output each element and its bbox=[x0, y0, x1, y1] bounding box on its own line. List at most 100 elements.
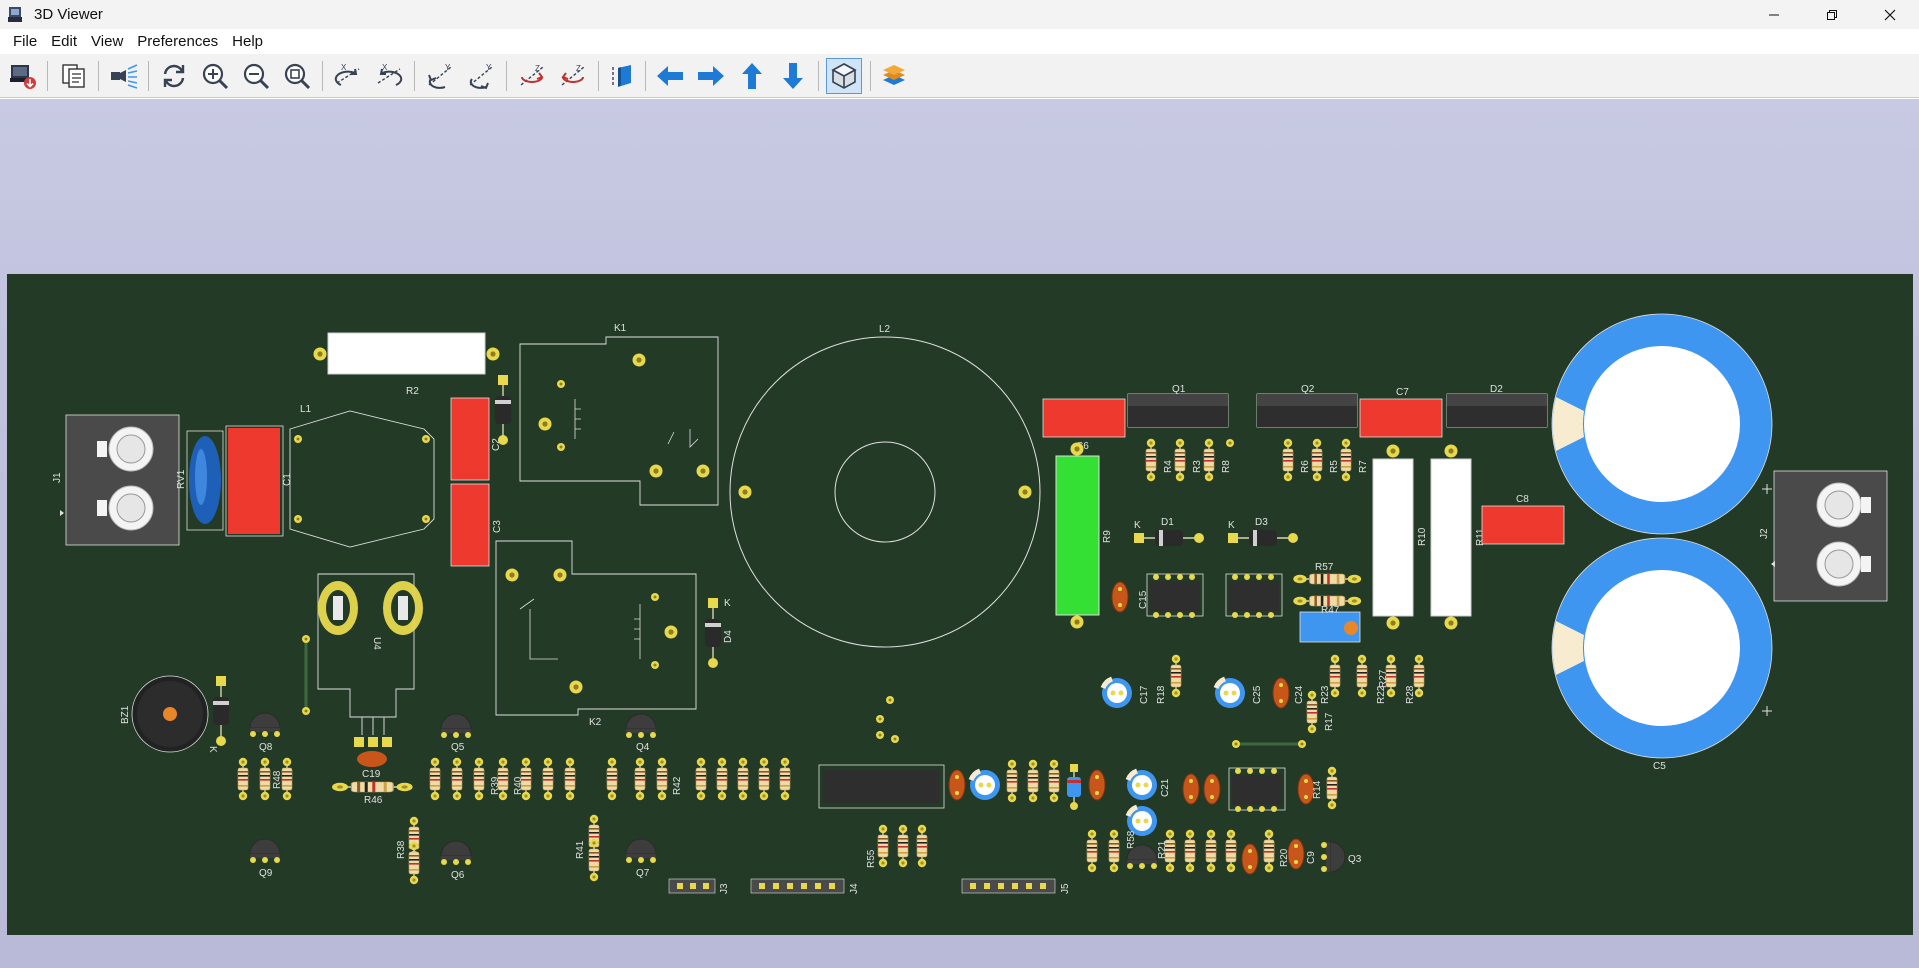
resistor-r46[interactable] bbox=[330, 780, 414, 794]
resistor-r17[interactable]: R17 bbox=[1306, 690, 1335, 734]
resistor-r23[interactable]: R23 bbox=[1320, 654, 1341, 704]
resistor-r38[interactable]: R38 bbox=[396, 816, 420, 885]
resistor-group-r6[interactable]: R6 R5 R7 bbox=[1282, 438, 1369, 482]
resistor-r14[interactable]: R14 bbox=[1312, 766, 1338, 810]
layers-manager-button[interactable] bbox=[876, 58, 912, 94]
resistor-r22[interactable]: R22 bbox=[1356, 654, 1387, 704]
capacitor-electrolytic-1[interactable] bbox=[970, 770, 1000, 800]
ic-main-dip[interactable] bbox=[818, 764, 945, 809]
capacitor-c25[interactable]: C25 bbox=[1215, 678, 1263, 708]
rotate-z-cw-button[interactable]: Z bbox=[514, 58, 550, 94]
connector-j1[interactable]: J1 bbox=[52, 414, 180, 546]
rotate-y-cw-button[interactable]: Y bbox=[422, 58, 458, 94]
transistor-center[interactable] bbox=[1126, 844, 1158, 870]
move-down-button[interactable] bbox=[775, 58, 811, 94]
resistor-group-r42[interactable]: R42 bbox=[606, 757, 683, 801]
connector-j3[interactable]: J3 bbox=[668, 878, 730, 894]
buzzer-bz1[interactable]: BZ1 bbox=[120, 675, 209, 753]
resistor-group-r39[interactable]: R39 R40 bbox=[429, 757, 576, 801]
capacitor-c24[interactable]: C24 bbox=[1272, 677, 1305, 709]
capacitor-c15[interactable]: C15 bbox=[1111, 581, 1149, 613]
close-button[interactable] bbox=[1861, 0, 1919, 29]
copy-3d-image-button[interactable] bbox=[56, 58, 92, 94]
resistor-group-r48[interactable]: R48 bbox=[237, 757, 293, 801]
inductor-l2[interactable]: L2 bbox=[729, 324, 1041, 648]
orthographic-button[interactable] bbox=[826, 58, 862, 94]
transistor-q2[interactable]: Q2 bbox=[1256, 384, 1358, 428]
resistor-group-center[interactable] bbox=[1006, 759, 1060, 803]
capacitor-ceramic-3[interactable] bbox=[1182, 773, 1200, 805]
optocoupler-u4[interactable]: U4 bbox=[317, 573, 423, 747]
capacitor-c21[interactable]: C21 bbox=[1127, 770, 1171, 800]
capacitor-c9[interactable]: C9 bbox=[1287, 838, 1317, 870]
connector-j2[interactable]: J2 bbox=[1759, 470, 1888, 602]
diode-d3[interactable]: D3 K bbox=[1227, 517, 1299, 547]
capacitor-ceramic-4[interactable] bbox=[1203, 773, 1221, 805]
resistor-r18[interactable]: R18 bbox=[1156, 654, 1182, 704]
resistor-r41[interactable]: R41 bbox=[575, 814, 600, 882]
zoom-fit-button[interactable] bbox=[279, 58, 315, 94]
move-up-button[interactable] bbox=[734, 58, 770, 94]
inductor-l1[interactable]: L1 bbox=[289, 404, 435, 548]
diode-d2[interactable]: D2 bbox=[1446, 384, 1548, 428]
move-left-button[interactable] bbox=[652, 58, 688, 94]
capacitor-c17[interactable]: C17 bbox=[1102, 678, 1150, 708]
transistor-q9[interactable]: Q9 bbox=[249, 838, 281, 879]
rotate-y-ccw-button[interactable]: Y bbox=[463, 58, 499, 94]
capacitor-c5[interactable]: C5 bbox=[1551, 537, 1773, 772]
transistor-q7[interactable]: Q7 bbox=[625, 838, 657, 879]
resistor-group-r4[interactable]: R4 R3 R8 bbox=[1145, 438, 1234, 482]
menu-preferences[interactable]: Preferences bbox=[137, 33, 219, 50]
flip-board-button[interactable] bbox=[604, 58, 640, 94]
transistor-q5[interactable]: Q5 bbox=[440, 713, 472, 753]
menu-edit[interactable]: Edit bbox=[51, 33, 78, 50]
menu-view[interactable]: View bbox=[91, 33, 124, 50]
zoom-out-button[interactable] bbox=[238, 58, 274, 94]
reload-button[interactable] bbox=[156, 58, 192, 94]
render-export-button[interactable] bbox=[5, 58, 41, 94]
move-right-button[interactable] bbox=[693, 58, 729, 94]
capacitor-c8[interactable]: C8 bbox=[1481, 494, 1565, 545]
rotate-x-cw-button[interactable]: X bbox=[330, 58, 366, 94]
relay-k2[interactable]: K2 bbox=[495, 540, 697, 728]
resistor-r20[interactable]: R20 bbox=[1263, 829, 1290, 873]
diode-d1[interactable]: D1 K bbox=[1133, 517, 1205, 547]
transistor-q1[interactable]: Q1 bbox=[1127, 384, 1229, 428]
capacitor-ceramic-2[interactable] bbox=[1088, 769, 1106, 801]
resistor-group-r55[interactable]: R55 bbox=[866, 824, 928, 868]
resistor-group-r21[interactable]: R21 bbox=[1157, 829, 1275, 873]
menu-file[interactable]: File bbox=[13, 33, 38, 50]
capacitor-c7[interactable]: C7 bbox=[1359, 387, 1443, 438]
resistor-r9[interactable]: R9 bbox=[1055, 442, 1113, 629]
capacitor-c1[interactable]: C1 bbox=[225, 425, 293, 537]
capacitor-big-top[interactable] bbox=[1551, 313, 1773, 535]
capacitor-c19[interactable]: C19 bbox=[357, 751, 387, 780]
3d-viewport[interactable]: J1 RV1 C1 L1 R2 bbox=[0, 99, 1919, 968]
resistor-r10[interactable]: R10 bbox=[1372, 444, 1428, 630]
pcb-render[interactable]: J1 RV1 C1 L1 R2 bbox=[0, 99, 1919, 968]
capacitor-c2[interactable]: C2 bbox=[450, 397, 502, 481]
zoom-in-button[interactable] bbox=[197, 58, 233, 94]
transistor-q6[interactable]: Q6 bbox=[440, 840, 472, 881]
maximize-button[interactable] bbox=[1803, 0, 1861, 29]
rotate-z-ccw-button[interactable]: Z bbox=[555, 58, 591, 94]
transistor-q8[interactable]: Q8 bbox=[249, 712, 281, 753]
resistor-r11[interactable]: R11 bbox=[1430, 444, 1486, 630]
capacitor-ceramic-1[interactable] bbox=[948, 769, 966, 801]
transistor-q4[interactable]: Q4 bbox=[625, 713, 657, 753]
resistor-r27[interactable]: R27 bbox=[1378, 654, 1397, 698]
resistor-r28[interactable]: R28 bbox=[1405, 654, 1425, 704]
capacitor-ceramic-6[interactable] bbox=[1241, 843, 1259, 875]
rotate-x-ccw-button[interactable]: X bbox=[371, 58, 407, 94]
relay-k1[interactable]: K1 bbox=[519, 323, 719, 506]
connector-j4[interactable]: J4 bbox=[750, 878, 860, 894]
capacitor-c3[interactable]: C3 bbox=[450, 483, 503, 567]
menu-help[interactable]: Help bbox=[232, 33, 264, 50]
resistor-r2[interactable]: R2 bbox=[313, 332, 500, 397]
resistor-r57[interactable] bbox=[1292, 572, 1363, 586]
diode-small-center[interactable] bbox=[1067, 764, 1081, 810]
varistor-rv1[interactable]: RV1 bbox=[176, 430, 224, 531]
minimize-button[interactable] bbox=[1745, 0, 1803, 29]
resistor-group-r58[interactable]: R58 bbox=[1086, 829, 1137, 873]
connector-j5[interactable]: J5 bbox=[961, 878, 1071, 894]
